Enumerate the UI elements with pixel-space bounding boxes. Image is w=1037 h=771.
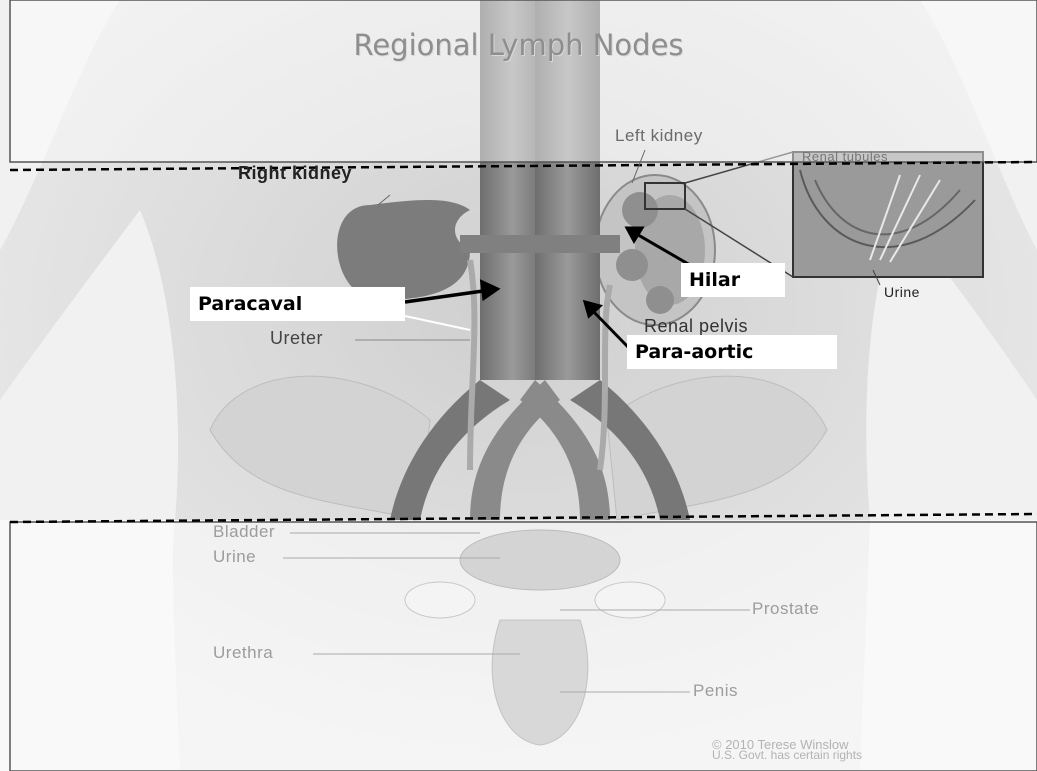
- right-kidney-shape: [337, 200, 470, 300]
- label-right-kidney: Right kidney: [238, 163, 352, 184]
- copyright-line-2: U.S. Govt. has certain rights: [712, 750, 862, 761]
- callout-para-aortic: Para-aortic: [627, 335, 837, 369]
- label-urine-kidney: Urine: [884, 284, 920, 300]
- page-title: Regional Lymph Nodes: [0, 28, 1037, 62]
- label-ureter: Ureter: [270, 328, 323, 349]
- label-urethra: Urethra: [213, 643, 273, 663]
- label-bladder: Bladder: [213, 522, 275, 542]
- label-renal-tubules: Renal tubules: [802, 149, 888, 164]
- label-prostate: Prostate: [752, 599, 819, 619]
- copyright-notice: © 2010 Terese Winslow U.S. Govt. has cer…: [712, 739, 862, 761]
- callout-hilar: Hilar: [681, 263, 785, 297]
- label-left-kidney: Left kidney: [615, 126, 703, 146]
- bladder-shape: [460, 530, 620, 590]
- callout-paracaval: Paracaval: [190, 287, 405, 321]
- label-urine-bladder: Urine: [213, 547, 256, 567]
- label-penis: Penis: [693, 681, 738, 701]
- label-renal-pelvis: Renal pelvis: [644, 316, 748, 337]
